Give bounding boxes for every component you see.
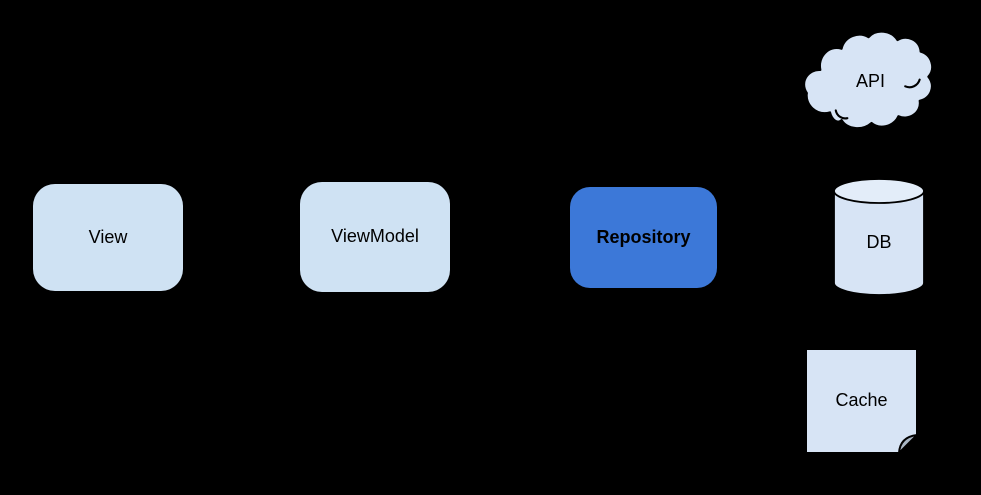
db-node: DB [832,177,926,298]
cloud-icon [803,30,934,130]
viewmodel-label: ViewModel [331,226,419,247]
api-label: API [855,71,885,92]
viewmodel-node: ViewModel [300,182,450,292]
cache-node: Cache [805,348,918,454]
cylinder-icon [833,178,925,296]
cache-label: Cache [835,390,888,411]
repository-node: Repository [570,187,717,288]
db-label: DB [866,231,892,252]
repository-label: Repository [596,226,691,247]
api-node: API [803,29,938,135]
note-icon [805,348,918,454]
view-label: View [88,226,128,247]
view-node: View [33,184,183,291]
